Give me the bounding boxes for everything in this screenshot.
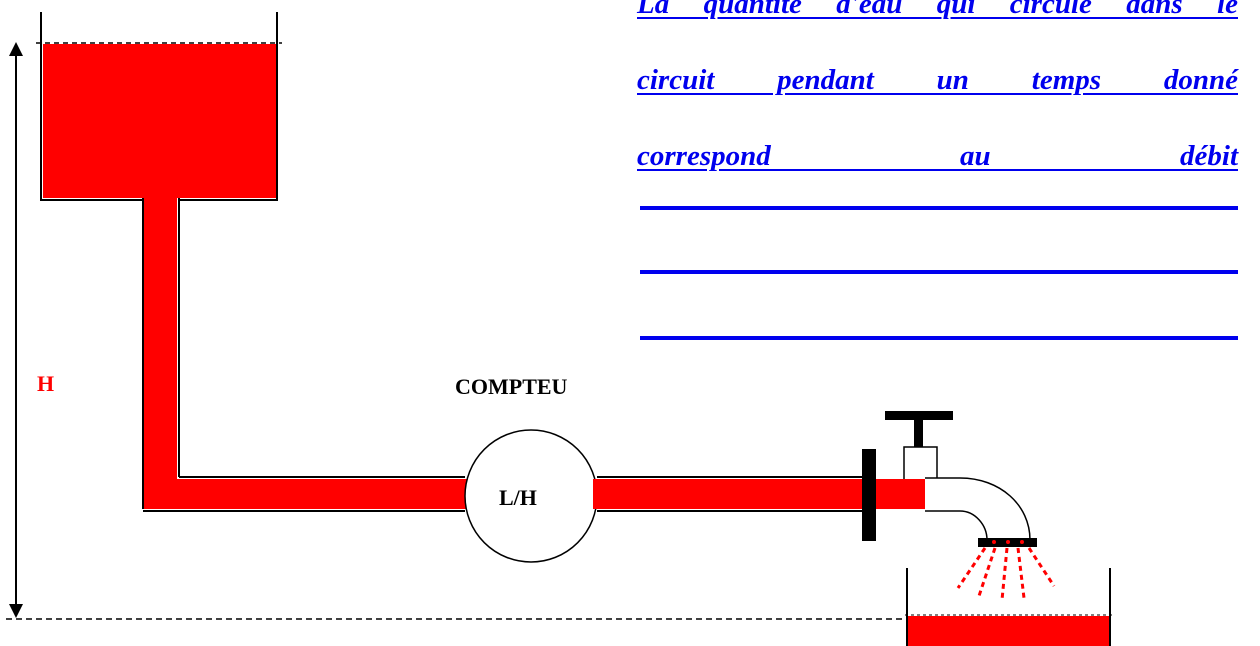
- answer-blank-line-3[interactable]: [640, 336, 1238, 340]
- faucet-spout: [925, 477, 1031, 541]
- basin-water: [908, 616, 1109, 646]
- explanation-line-1-text: La quantité d'eau qui circule dans le: [637, 0, 1238, 20]
- faucet-water-inside: [876, 479, 925, 509]
- faucet-handle-stem: [914, 420, 923, 448]
- explanation-line-3-text: correspond au débit: [637, 140, 1238, 172]
- explanation-line-3: correspond au débit: [637, 118, 1238, 194]
- faucet-handle-bar: [885, 411, 953, 420]
- supply-pipe: [142, 198, 480, 512]
- faucet: [862, 411, 1056, 601]
- explanation-line-1: La quantité d'eau qui circule dans le: [637, 0, 1238, 42]
- answer-blank-line-2[interactable]: [640, 270, 1238, 274]
- spray-dots: [992, 540, 1024, 544]
- reservoir-walls: [40, 12, 278, 201]
- explanation-text: La quantité d'eau qui circule dans le ci…: [637, 0, 1238, 194]
- flow-meter: L/H: [464, 429, 598, 563]
- meter-label: COMPTEU: [455, 374, 568, 399]
- height-arrow-top: [9, 42, 23, 56]
- water-spray: [956, 547, 1056, 601]
- height-dimension: H: [6, 42, 905, 620]
- faucet-valve-body: [903, 446, 938, 481]
- meter-unit-label: L/H: [499, 485, 537, 510]
- faucet-flange: [862, 449, 876, 541]
- basin-walls: [906, 568, 1111, 646]
- explanation-line-2: circuit pendant un temps donné: [637, 42, 1238, 118]
- explanation-line-2-text: circuit pendant un temps donné: [637, 64, 1238, 96]
- height-label: H: [37, 371, 54, 396]
- reservoir-water: [43, 44, 277, 198]
- lower-basin: [905, 568, 1112, 646]
- pipe-water: [143, 198, 480, 509]
- height-arrow-bottom: [9, 604, 23, 618]
- upper-reservoir: [36, 12, 282, 201]
- answer-blank-line-1[interactable]: [640, 206, 1238, 210]
